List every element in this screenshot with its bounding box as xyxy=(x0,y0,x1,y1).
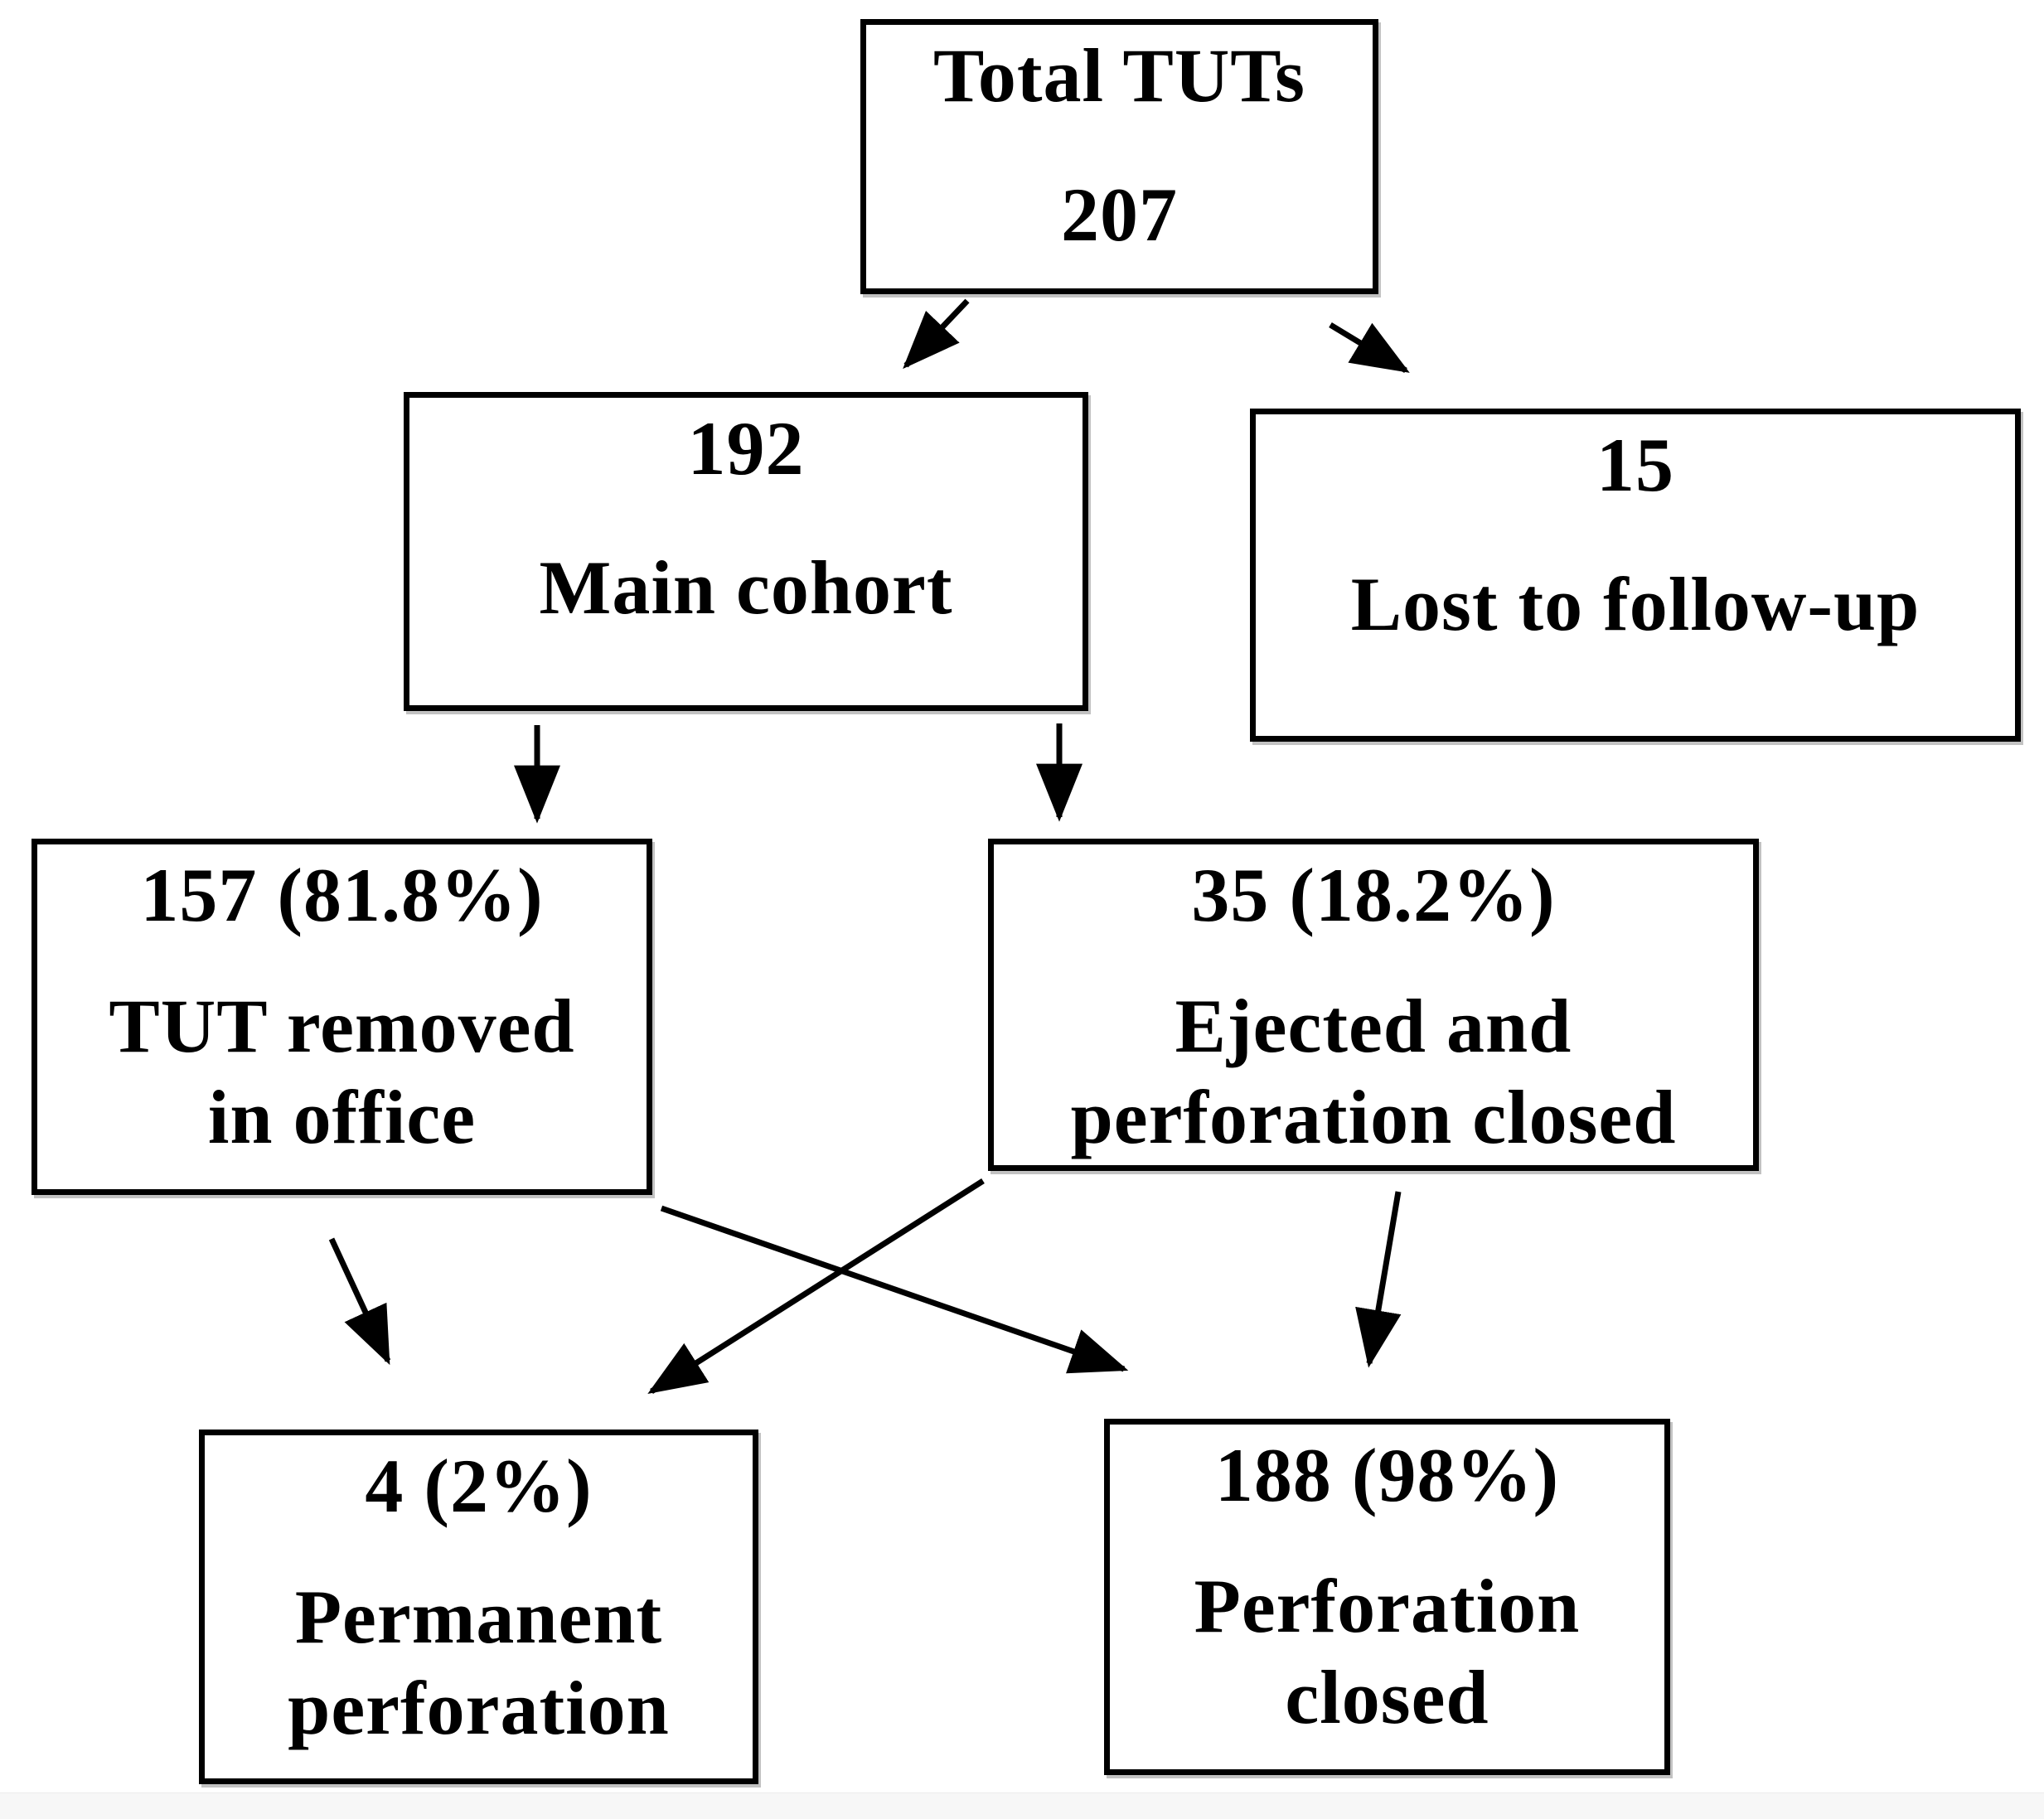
node-lost-label: Lost to follow-up xyxy=(1350,562,1920,646)
node-permanent-perforation: 4 (2%) Permanent perforation xyxy=(199,1430,758,1784)
arrow-total-to-main xyxy=(903,298,970,370)
node-closed-label-1: Perforation xyxy=(1194,1564,1581,1648)
node-total-count: 207 xyxy=(1061,172,1178,257)
node-removed-count: 157 (81.8%) xyxy=(140,853,544,937)
node-total-title: Total TUTs xyxy=(933,33,1305,118)
arrow-removed-to-permanent xyxy=(328,1237,391,1366)
node-closed-label-2: closed xyxy=(1285,1655,1489,1739)
node-main-cohort: 192 Main cohort xyxy=(404,392,1088,711)
node-permanent-label-1: Permanent xyxy=(294,1575,663,1659)
node-ejected-label-1: Ejected and xyxy=(1175,984,1572,1068)
node-lost-to-follow-up: 15 Lost to follow-up xyxy=(1250,409,2021,742)
node-removed-label-2: in office xyxy=(207,1075,477,1159)
page-bottom-strip xyxy=(0,1792,2044,1819)
node-removed-label-1: TUT removed xyxy=(109,984,575,1068)
node-ejected-label-2: perforation closed xyxy=(1070,1075,1677,1159)
node-main-count: 192 xyxy=(687,406,805,491)
node-lost-count: 15 xyxy=(1596,423,1674,507)
node-permanent-count: 4 (2%) xyxy=(365,1444,593,1528)
node-tut-removed-in-office: 157 (81.8%) TUT removed in office xyxy=(31,839,652,1195)
node-ejected-count: 35 (18.2%) xyxy=(1191,853,1556,937)
arrow-total-to-lost xyxy=(1329,322,1410,373)
arrow-ejected-to-permanent xyxy=(647,1178,985,1395)
arrow-ejected-to-closed xyxy=(1355,1191,1402,1368)
node-main-label: Main cohort xyxy=(539,545,953,630)
node-ejected-perforation-closed: 35 (18.2%) Ejected and perforation close… xyxy=(988,839,1759,1171)
node-total-tuts: Total TUTs 207 xyxy=(860,19,1378,294)
node-perforation-closed: 188 (98%) Perforation closed xyxy=(1104,1419,1670,1775)
arrow-removed-to-closed xyxy=(660,1205,1129,1374)
node-closed-count: 188 (98%) xyxy=(1214,1433,1560,1517)
node-permanent-label-2: perforation xyxy=(288,1666,670,1750)
